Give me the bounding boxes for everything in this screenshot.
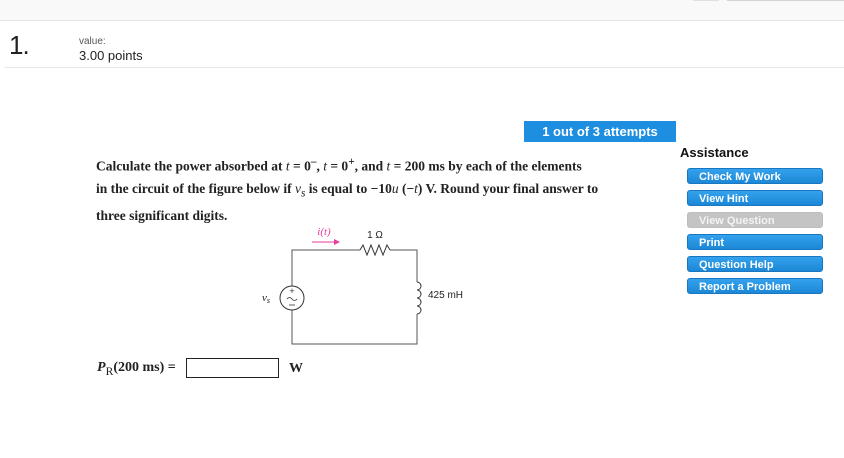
current-arrow-icon: [312, 239, 340, 245]
current-label: i(t): [317, 226, 331, 238]
header-divider: [4, 67, 844, 68]
resistor-label: 1 Ω: [367, 230, 383, 241]
prompt-line-2: in the circuit of the figure below if vs…: [96, 181, 599, 200]
value-label: value:: [79, 36, 106, 47]
prompt-line-1: Calculate the power absorbed at t = 0–, …: [96, 156, 582, 174]
source-label: vs: [262, 292, 270, 305]
prompt-line-3: three significant digits.: [96, 208, 228, 224]
report-problem-button[interactable]: Report a Problem: [687, 278, 823, 294]
question-prompt: Calculate the power absorbed at t = 0–, …: [96, 151, 666, 228]
question-points: 3.00 points: [79, 48, 143, 63]
question-number: 1.: [9, 30, 30, 60]
top-tab-edge: [693, 0, 719, 1]
question-help-button[interactable]: Question Help: [687, 256, 823, 272]
top-bar: [0, 0, 844, 21]
svg-text:+: +: [289, 286, 294, 296]
circuit-diagram: + i(t) 1 Ω 425 mH vs: [250, 222, 490, 357]
attempts-badge: 1 out of 3 attempts: [524, 121, 676, 142]
answer-input[interactable]: [186, 358, 279, 378]
print-button[interactable]: Print: [687, 234, 823, 250]
inductor-icon: [416, 281, 422, 315]
answer-unit: W: [289, 361, 303, 376]
view-hint-button[interactable]: View Hint: [687, 190, 823, 206]
answer-label: PR(200 ms) =: [97, 360, 176, 378]
check-my-work-button[interactable]: Check My Work: [687, 168, 823, 184]
voltage-source-icon: +: [279, 285, 305, 311]
inductor-label: 425 mH: [428, 290, 463, 301]
view-question-button[interactable]: View Question: [687, 212, 823, 228]
top-tab-edge: [727, 0, 844, 1]
resistor-icon: [359, 243, 391, 257]
assistance-title: Assistance: [680, 145, 749, 160]
